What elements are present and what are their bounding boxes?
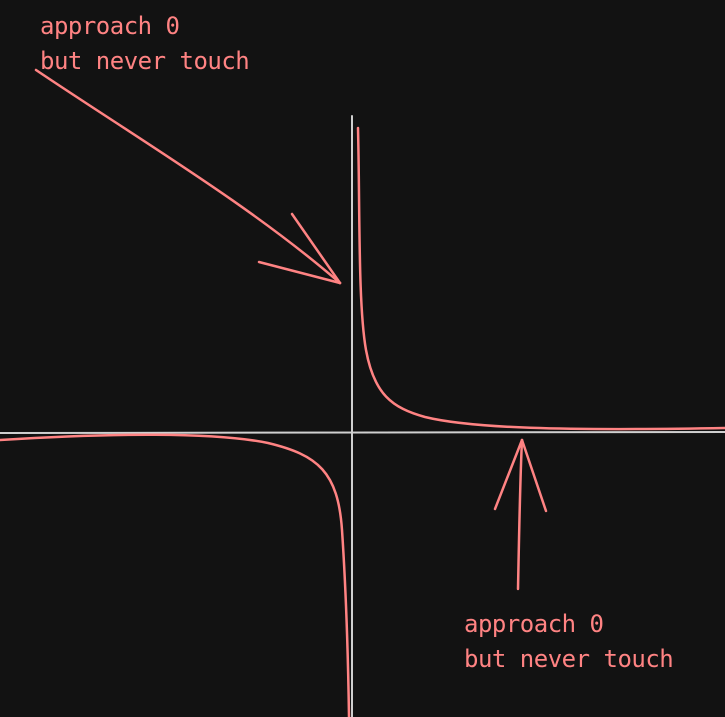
annotation-bottom-line1: approach 0 <box>464 610 604 638</box>
annotation-top-line1: approach 0 <box>40 12 180 40</box>
curve-branch-lower-left <box>0 433 351 717</box>
arrow-to-y-axis <box>34 68 342 285</box>
annotation-bottom-right: approach 0 but never touch <box>464 607 674 677</box>
x-axis <box>0 431 725 434</box>
annotation-top-line2: but never touch <box>40 47 250 75</box>
arrow-to-x-axis <box>493 438 548 591</box>
curve-branch-upper-right <box>356 126 725 431</box>
annotation-top-left: approach 0 but never touch <box>40 9 250 79</box>
annotation-bottom-line2: but never touch <box>464 645 674 673</box>
